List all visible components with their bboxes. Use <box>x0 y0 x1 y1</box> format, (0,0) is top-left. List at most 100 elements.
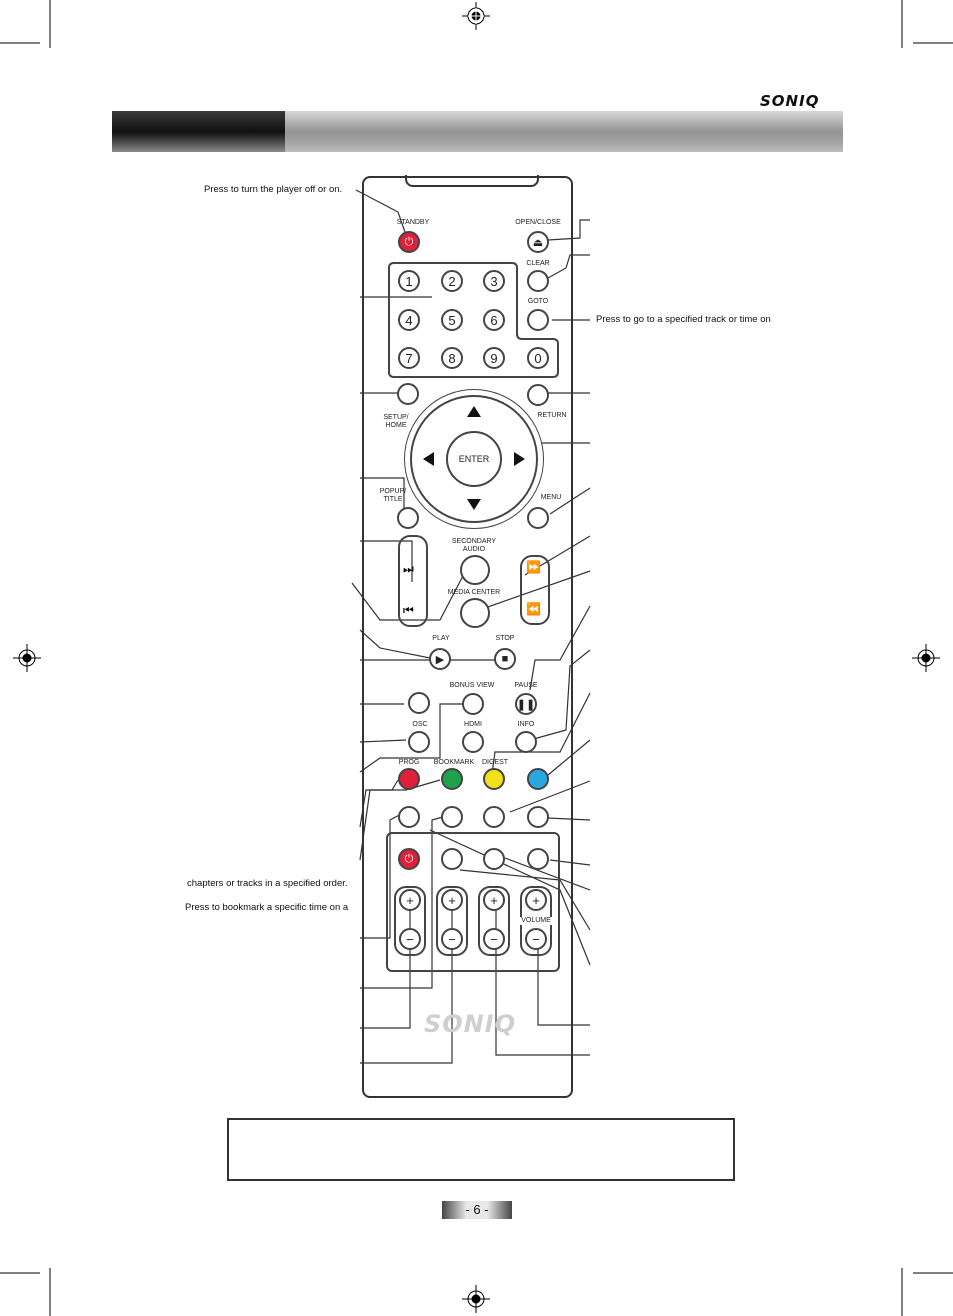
registration-mark-top <box>462 2 490 30</box>
tv-button-3[interactable] <box>483 848 505 870</box>
secondary-audio-label: SECONDARY AUDIO <box>451 538 497 553</box>
rocker-3-plus-button[interactable]: + <box>483 889 505 911</box>
return-button[interactable] <box>527 384 549 406</box>
volume-label: VOLUME <box>518 917 554 925</box>
goto-label: GOTO <box>527 298 549 305</box>
menu-label: MENU <box>540 494 562 501</box>
function-button-2[interactable] <box>441 806 463 828</box>
media-center-label: MEDIA CENTER <box>447 589 501 596</box>
arrow-right-icon <box>514 452 525 466</box>
skip-next-icon: ⏭ <box>403 562 414 576</box>
setup-home-button[interactable] <box>397 383 419 405</box>
rocker-1-minus-button[interactable]: − <box>399 928 421 950</box>
annotation-prog: chapters or tracks in a specified order. <box>187 878 348 889</box>
volume-down-button[interactable]: − <box>525 928 547 950</box>
play-icon: ▶ <box>435 653 445 666</box>
digit-6-button[interactable]: 6 <box>483 309 505 331</box>
hdmi-button[interactable] <box>462 731 484 753</box>
note-box <box>227 1118 735 1181</box>
clear-button[interactable] <box>527 270 549 292</box>
blue-button[interactable] <box>527 768 549 790</box>
dpad-arrows <box>423 406 525 510</box>
page-number: - 6 - <box>442 1201 512 1219</box>
skip-rocker[interactable] <box>398 535 428 627</box>
eject-icon: ⏏ <box>532 236 544 249</box>
scan-rocker[interactable] <box>520 555 550 625</box>
digit-3-button[interactable]: 3 <box>483 270 505 292</box>
hdmi-label: HDMI <box>464 721 482 728</box>
number-pad-outline <box>388 262 559 378</box>
digit-4-button[interactable]: 4 <box>398 309 420 331</box>
annotation-goto: Press to go to a specified track or time… <box>596 314 771 325</box>
play-label: PLAY <box>432 635 450 642</box>
remote-ir-window <box>405 175 539 187</box>
open-close-label: OPEN/CLOSE <box>515 219 561 226</box>
digit-8-button[interactable]: 8 <box>441 347 463 369</box>
annotation-standby: Press to turn the player off or on. <box>204 184 343 195</box>
rocker-3[interactable] <box>478 886 510 956</box>
arrow-left-icon <box>423 452 434 466</box>
registration-mark-right <box>912 644 940 672</box>
osc-label: OSC <box>412 721 428 728</box>
osc-button[interactable] <box>408 731 430 753</box>
function-button-4[interactable] <box>527 806 549 828</box>
digest-label: DIGEST <box>481 759 509 766</box>
skip-previous-icon: ⏮ <box>403 603 414 617</box>
rocker-1[interactable] <box>394 886 426 956</box>
standby-label: STANDBY <box>396 219 430 226</box>
function-button-3[interactable] <box>483 806 505 828</box>
bookmark-label: BOOKMARK <box>433 759 475 766</box>
volume-up-button[interactable]: + <box>525 889 547 911</box>
tv-power-button[interactable]: ⏻ <box>398 848 420 870</box>
digit-9-button[interactable]: 9 <box>483 347 505 369</box>
rocker-2-plus-button[interactable]: + <box>441 889 463 911</box>
tv-button-2[interactable] <box>441 848 463 870</box>
green-button[interactable] <box>441 768 463 790</box>
power-icon: ⏻ <box>404 235 414 248</box>
media-center-button[interactable] <box>460 598 490 628</box>
rocker-1-plus-button[interactable]: + <box>399 889 421 911</box>
pause-icon: ❚❚ <box>516 698 536 711</box>
digit-0-button[interactable]: 0 <box>527 347 549 369</box>
stop-button[interactable]: ■ <box>494 648 516 670</box>
bonus-view-button[interactable] <box>462 693 484 715</box>
tv-button-4[interactable] <box>527 848 549 870</box>
unlabeled-button-left[interactable] <box>408 692 430 714</box>
annotation-bookmark: Press to bookmark a specific time on a <box>185 902 349 913</box>
return-label: RETURN <box>537 412 567 419</box>
fast-forward-icon: ⏩ <box>526 560 541 574</box>
arrow-up-icon <box>467 406 481 417</box>
digit-7-button[interactable]: 7 <box>398 347 420 369</box>
enter-button[interactable]: ENTER <box>446 431 502 487</box>
digit-2-button[interactable]: 2 <box>441 270 463 292</box>
clear-label: CLEAR <box>526 260 550 267</box>
yellow-button[interactable] <box>483 768 505 790</box>
rocker-3-minus-button[interactable]: − <box>483 928 505 950</box>
stop-label: STOP <box>495 635 515 642</box>
remote-control-body <box>362 176 573 1098</box>
rocker-2[interactable] <box>436 886 468 956</box>
red-button[interactable] <box>398 768 420 790</box>
open-close-button[interactable]: ⏏ <box>527 231 549 253</box>
secondary-audio-button[interactable] <box>460 555 490 585</box>
play-button[interactable]: ▶ <box>429 648 451 670</box>
info-label: INFO <box>517 721 535 728</box>
info-button[interactable] <box>515 731 537 753</box>
function-button-1[interactable] <box>398 806 420 828</box>
rocker-2-minus-button[interactable]: − <box>441 928 463 950</box>
digit-1-button[interactable]: 1 <box>398 270 420 292</box>
pause-button[interactable]: ❚❚ <box>515 693 537 715</box>
brand-logo: SONIQ <box>760 92 820 110</box>
prog-label: PROG <box>398 759 420 766</box>
power-icon: ⏻ <box>404 852 414 865</box>
remote-brand-watermark: SONIQ <box>424 1010 517 1038</box>
registration-mark-bottom <box>462 1285 490 1313</box>
popup-title-button[interactable] <box>397 507 419 529</box>
digit-5-button[interactable]: 5 <box>441 309 463 331</box>
arrow-down-icon <box>467 499 481 510</box>
menu-button[interactable] <box>527 507 549 529</box>
setup-home-label: SETUP/ HOME <box>383 414 409 429</box>
standby-button[interactable]: ⏻ <box>398 231 420 253</box>
rewind-icon: ⏪ <box>526 602 541 616</box>
goto-button[interactable] <box>527 309 549 331</box>
